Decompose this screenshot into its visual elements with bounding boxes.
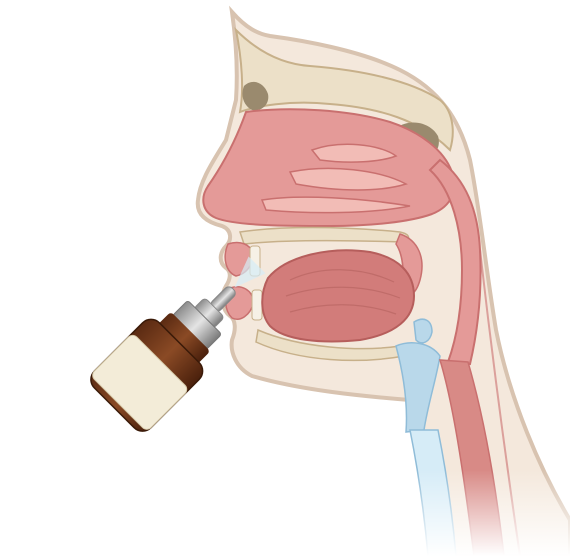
tongue xyxy=(262,250,414,341)
epiglottis xyxy=(414,319,432,343)
lower-teeth xyxy=(252,290,262,320)
neck-fade xyxy=(380,470,570,556)
